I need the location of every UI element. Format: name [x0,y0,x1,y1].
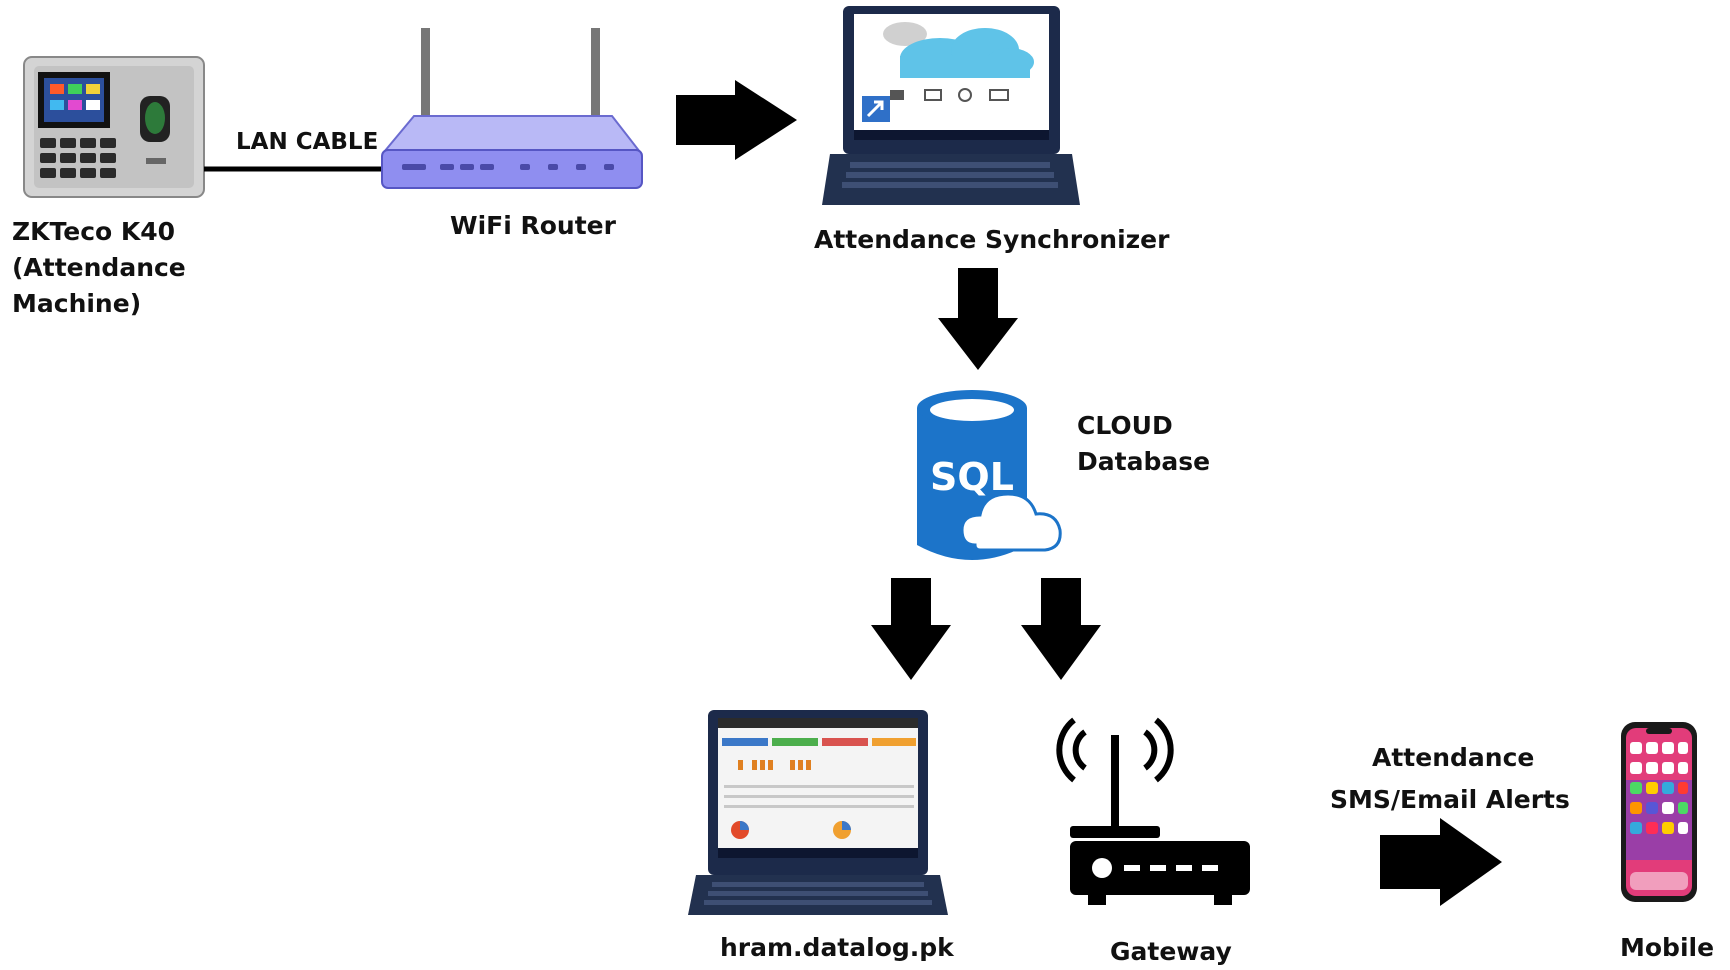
gateway-label: Gateway [1110,937,1232,966]
wifi-router-icon [381,28,643,189]
cloud-db-label-line1: CLOUD [1077,411,1173,440]
web-portal-label: hram.datalog.pk [720,933,954,962]
mobile-label: Mobile [1620,933,1715,962]
gateway-icon [1056,717,1250,905]
synchronizer-label: Attendance Synchronizer [814,225,1170,254]
device-subtitle-line1: (Attendance [12,253,186,282]
arrow-right-to-synchronizer [676,80,797,160]
arrow-right-to-mobile [1380,818,1502,906]
sql-icon-text: SQL [930,455,1014,499]
synchronizer-laptop-icon [822,6,1080,205]
arrow-down-to-gateway [1021,578,1101,680]
mobile-phone-icon [1621,722,1697,902]
alerts-label-line1: Attendance [1372,743,1535,772]
device-subtitle-line2: Machine) [12,289,142,318]
arrow-down-to-web-portal [871,578,951,680]
lan-cable-label: LAN CABLE [236,129,379,155]
wifi-router-label: WiFi Router [450,211,616,240]
web-portal-laptop-icon [688,710,948,915]
alerts-label-line2: SMS/Email Alerts [1330,785,1570,814]
arrow-down-to-database [938,268,1018,370]
device-title-label: ZKTeco K40 [12,217,176,246]
sql-database-icon: SQL [917,390,1062,560]
cloud-db-label-line2: Database [1077,447,1211,476]
attendance-machine-icon [23,56,205,198]
